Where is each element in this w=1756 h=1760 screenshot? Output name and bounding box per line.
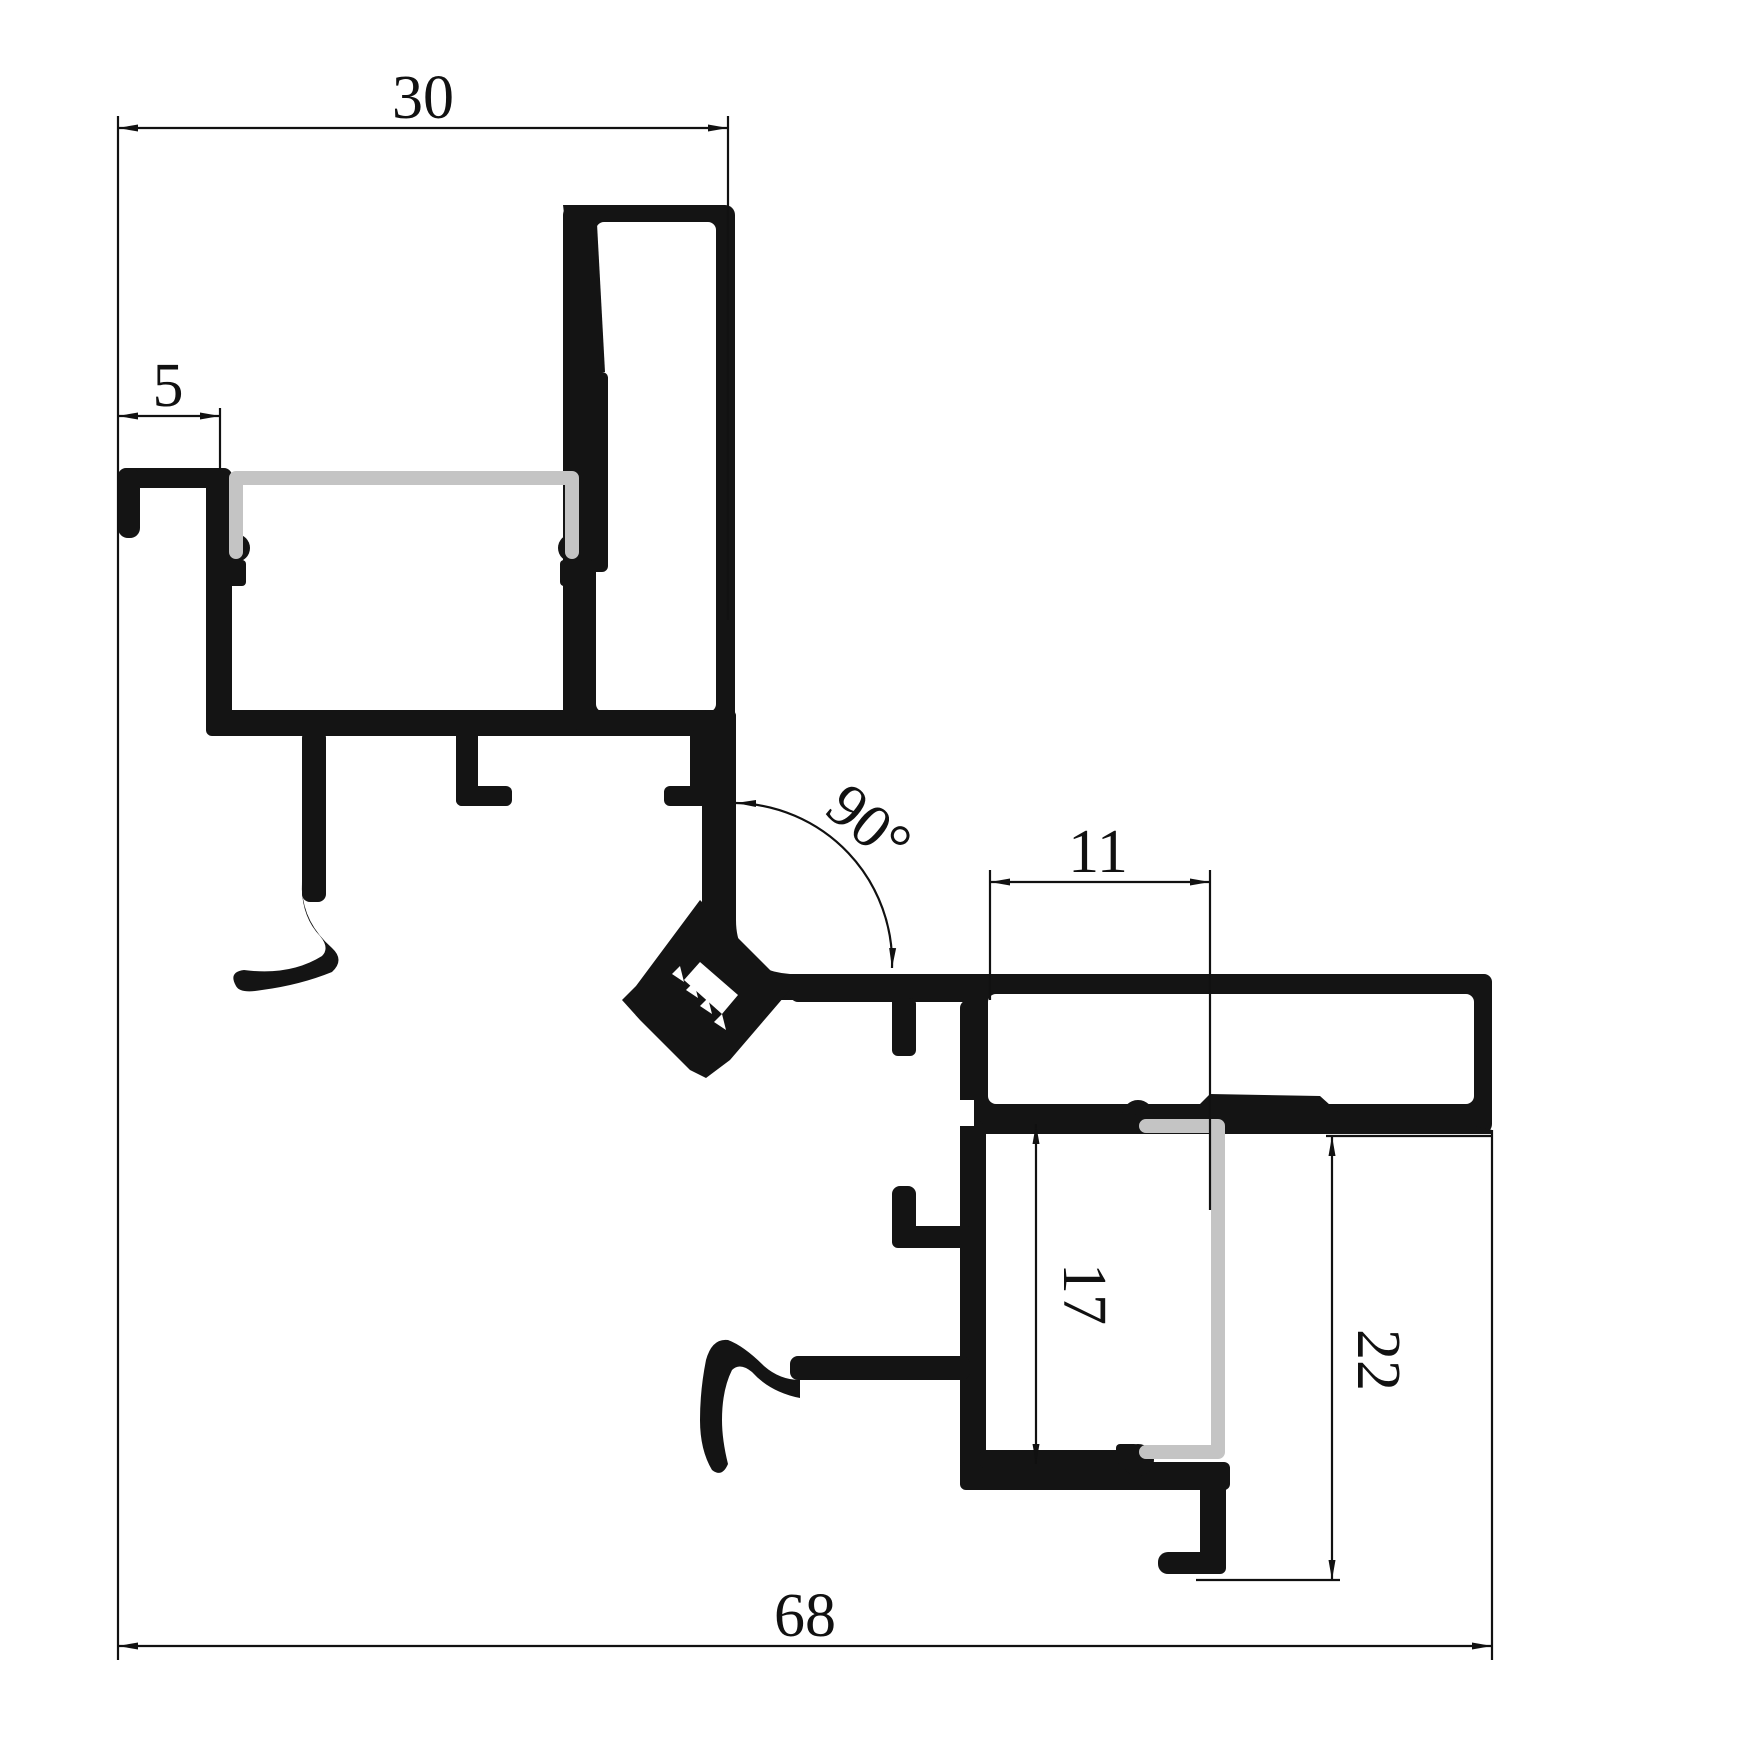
dimension-channel-depth: 17 xyxy=(1032,1124,1118,1464)
upper-clip-stem xyxy=(302,730,326,902)
lower-c-hook-foot xyxy=(892,1226,972,1248)
upper-right-wall-cavity xyxy=(596,222,716,712)
lower-channel-top xyxy=(980,1104,1120,1124)
lower-small-hook-foot xyxy=(892,998,912,1016)
dimension-top-width: 30 xyxy=(118,64,730,620)
lower-channel-bottom-inner xyxy=(980,1450,1120,1468)
upper-left-hook xyxy=(118,468,140,538)
upper-notch xyxy=(580,372,608,572)
lower-diffuser xyxy=(1139,1119,1225,1459)
dimension-angle: 90° xyxy=(735,771,924,969)
dimension-lower-height: 22 xyxy=(1196,1134,1492,1582)
screw-boss-slot xyxy=(684,962,738,1014)
upper-diffuser xyxy=(229,471,579,559)
upper-vertical-wall xyxy=(702,710,736,950)
lower-clip-arm xyxy=(790,1356,970,1380)
upper-channel-bottom xyxy=(206,710,736,736)
dimension-label-angle: 90° xyxy=(814,771,924,879)
dimension-label-68: 68 xyxy=(774,1582,836,1650)
lower-lug-bottom xyxy=(1116,1444,1138,1464)
lower-clip-curl xyxy=(700,1339,800,1473)
diffuser-covers xyxy=(229,471,1225,1459)
upper-t-hook-b-foot xyxy=(664,786,712,806)
upper-channel-left-wall xyxy=(206,468,232,736)
upper-lug-right xyxy=(560,560,578,586)
lower-profile xyxy=(700,974,1492,1574)
lower-channel-bottom xyxy=(960,1462,1230,1490)
lower-box-cavity xyxy=(988,994,1474,1104)
upper-profile xyxy=(118,205,736,992)
upper-lug-left xyxy=(228,560,246,586)
dimension-label-17: 17 xyxy=(1050,1263,1118,1325)
upper-channel-right-wall xyxy=(574,560,594,730)
dimension-label-5: 5 xyxy=(153,352,184,420)
dimension-channel-width: 11 xyxy=(988,818,1212,1210)
lower-foot-base xyxy=(1158,1552,1226,1574)
upper-left-flange xyxy=(118,468,220,488)
dimension-overall-width: 68 xyxy=(116,116,1494,1660)
dimension-label-11: 11 xyxy=(1068,818,1128,886)
dimension-label-22: 22 xyxy=(1344,1329,1412,1391)
upper-t-hook-a-foot xyxy=(456,786,512,806)
lower-foot-riser xyxy=(1200,1462,1226,1574)
dimension-label-30: 30 xyxy=(392,64,454,132)
dimension-left-lip: 5 xyxy=(118,352,222,470)
angle-arc xyxy=(735,800,897,969)
lower-lug-top xyxy=(1116,1114,1138,1134)
lower-spine-gap xyxy=(960,1100,974,1126)
screw-teeth xyxy=(672,966,726,1030)
upper-slanted-edge xyxy=(563,205,605,372)
upper-clip-curl xyxy=(233,880,339,992)
corner-joint xyxy=(622,900,800,1078)
